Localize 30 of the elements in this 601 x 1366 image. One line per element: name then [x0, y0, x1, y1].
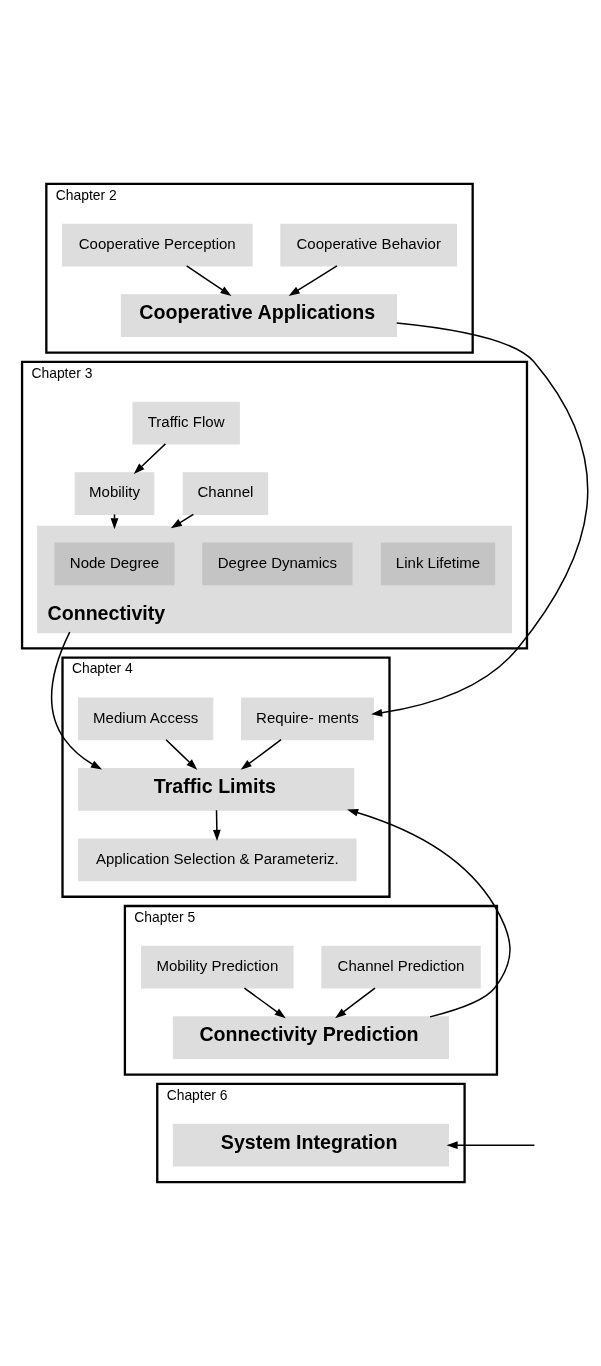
node-box: Degree Dynamics	[202, 542, 353, 586]
arrow	[335, 987, 376, 1019]
arrow	[212, 809, 221, 841]
node-box: Cooperative Perception	[61, 223, 253, 267]
node-box: Require- ments	[241, 697, 374, 741]
arrow	[133, 443, 167, 474]
node-box: Channel Prediction	[321, 945, 481, 989]
node-box: Traffic Flow	[132, 401, 240, 445]
arrow	[347, 808, 511, 1018]
node-box: Link Lifetime	[380, 542, 496, 586]
node-box: Mobility Prediction	[141, 945, 294, 989]
node-box: Mobility	[74, 472, 155, 515]
node-box: Cooperative Behavior	[280, 223, 458, 267]
arrow	[170, 513, 195, 529]
arrow	[185, 265, 232, 296]
node-box: Medium Access	[78, 697, 214, 741]
arrow	[288, 265, 338, 296]
arrow	[243, 987, 286, 1019]
arrow	[446, 1141, 536, 1150]
node-box: Channel	[182, 472, 269, 515]
node-box: Node Degree	[54, 542, 175, 586]
node-box: Cooperative Applications	[120, 294, 397, 337]
node-box: Connectivity Prediction	[172, 1016, 449, 1060]
arrow	[240, 738, 282, 770]
node-box: Application Selection & Parameteriz.	[78, 838, 357, 882]
arrow	[165, 738, 198, 770]
node-box: Traffic Limits	[78, 767, 355, 811]
arrow	[51, 631, 103, 770]
node-box: System Integration	[172, 1123, 449, 1167]
arrow	[371, 322, 589, 717]
